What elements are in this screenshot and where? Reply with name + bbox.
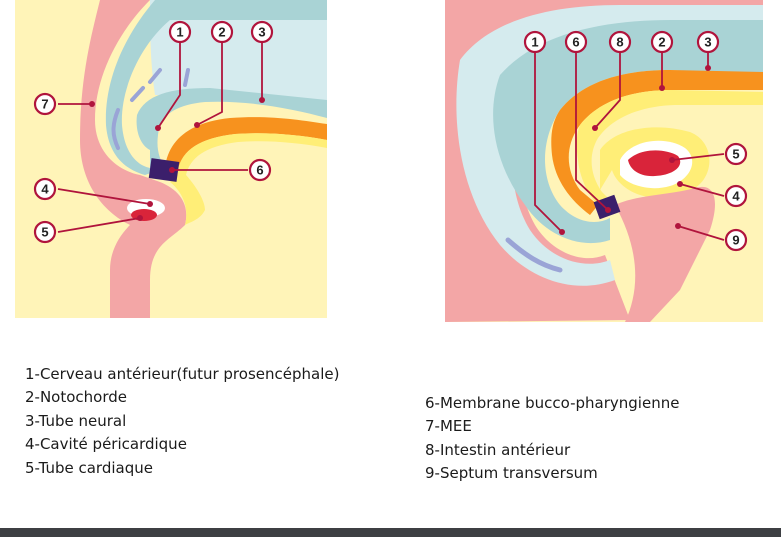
leader-2	[196, 43, 223, 126]
svg-text:4: 4	[732, 189, 740, 204]
leader-dot-4	[677, 181, 683, 187]
legend-item: 2-Notochorde	[25, 388, 127, 407]
legend-item: 9-Septum transversum	[425, 464, 598, 483]
marker-6: 6	[564, 30, 588, 54]
legend-right: 6-Membrane bucco-pharyngienne 7-MEE 8-In…	[425, 392, 679, 486]
svg-text:5: 5	[41, 225, 48, 240]
leader-8	[594, 52, 621, 129]
endoderm	[576, 90, 763, 212]
svg-text:5: 5	[732, 147, 739, 162]
neural-tube	[105, 0, 327, 175]
embryo-diagram-right: 1 6 8 2 3 5 4 9	[445, 0, 763, 322]
notochord-band	[165, 117, 327, 170]
svg-text:2: 2	[658, 35, 665, 50]
marker-3: 3	[696, 30, 720, 54]
leader-dot-5	[669, 157, 675, 163]
fold-arrows	[111, 68, 190, 150]
ectoderm	[80, 0, 187, 318]
marker-1: 1	[168, 20, 192, 44]
marker-9: 9	[724, 228, 748, 252]
marker-5: 5	[33, 220, 57, 244]
leader-9	[677, 225, 725, 241]
svg-text:1: 1	[176, 25, 183, 40]
septum-transversum	[615, 186, 715, 322]
leader-4	[679, 183, 725, 197]
leader-dot-6	[605, 207, 611, 213]
leader-dot-3	[705, 65, 711, 71]
leader-dot-1	[155, 125, 161, 131]
svg-text:3: 3	[704, 35, 711, 50]
legend-item: 8-Intestin antérieur	[425, 440, 571, 459]
fold-arrow	[505, 237, 563, 273]
leader-dot-2	[194, 122, 200, 128]
bucco-pharyngeal-membrane	[593, 194, 621, 220]
marker-1: 1	[523, 30, 547, 54]
leader-dot-3	[259, 97, 265, 103]
svg-text:9: 9	[732, 233, 739, 248]
marker-2: 2	[210, 20, 234, 44]
svg-text:6: 6	[572, 35, 579, 50]
heart-tube	[628, 150, 681, 177]
marker-4: 4	[724, 184, 748, 208]
leader-dot-4	[147, 201, 153, 207]
neural-tube	[493, 20, 763, 244]
svg-text:3: 3	[258, 25, 265, 40]
leader-dot-9	[675, 223, 681, 229]
legend-item: 4-Cavité péricardique	[25, 435, 187, 454]
leader-dot-5	[137, 215, 143, 221]
leader-dot-7	[89, 101, 95, 107]
svg-text:2: 2	[218, 25, 225, 40]
notochord-band	[551, 70, 763, 215]
embryo-diagram-left: 1 2 3 4 5 6 7	[15, 0, 327, 318]
leader-5	[671, 153, 725, 161]
marker-3: 3	[250, 20, 274, 44]
legend-left: 1-Cerveau antérieur(futur prosencéphale)…	[25, 363, 339, 480]
leader-dot-2	[659, 85, 665, 91]
leader-1	[157, 42, 181, 129]
svg-text:6: 6	[256, 163, 263, 178]
legend-item: 3-Tube neural	[25, 411, 127, 430]
leader-1	[534, 52, 563, 233]
marker-8: 8	[608, 30, 632, 54]
marker-7: 7	[33, 92, 57, 116]
leader-dot-8	[592, 125, 598, 131]
leader-4	[57, 188, 151, 205]
marker-6: 6	[248, 158, 272, 182]
svg-text:1: 1	[531, 35, 538, 50]
leader-dot-1	[559, 229, 565, 235]
leader-dot-6	[169, 167, 175, 173]
legend-item: 1-Cerveau antérieur(futur prosencéphale)	[25, 365, 340, 383]
marker-5: 5	[724, 142, 748, 166]
svg-text:8: 8	[616, 35, 623, 50]
legend-item: 7-MEE	[425, 417, 472, 436]
legend-item: 6-Membrane bucco-pharyngienne	[425, 394, 680, 412]
marker-4: 4	[33, 177, 57, 201]
leader-5	[57, 217, 141, 233]
marker-2: 2	[650, 30, 674, 54]
svg-text:7: 7	[41, 97, 48, 112]
endoderm	[170, 133, 327, 225]
bucco-pharyngeal-membrane	[148, 158, 180, 182]
leader-6	[575, 52, 609, 211]
legend-item: 5-Tube cardiaque	[25, 458, 153, 477]
amniotic-space	[150, 0, 327, 110]
svg-text:4: 4	[41, 182, 49, 197]
bottom-bar	[0, 528, 781, 537]
